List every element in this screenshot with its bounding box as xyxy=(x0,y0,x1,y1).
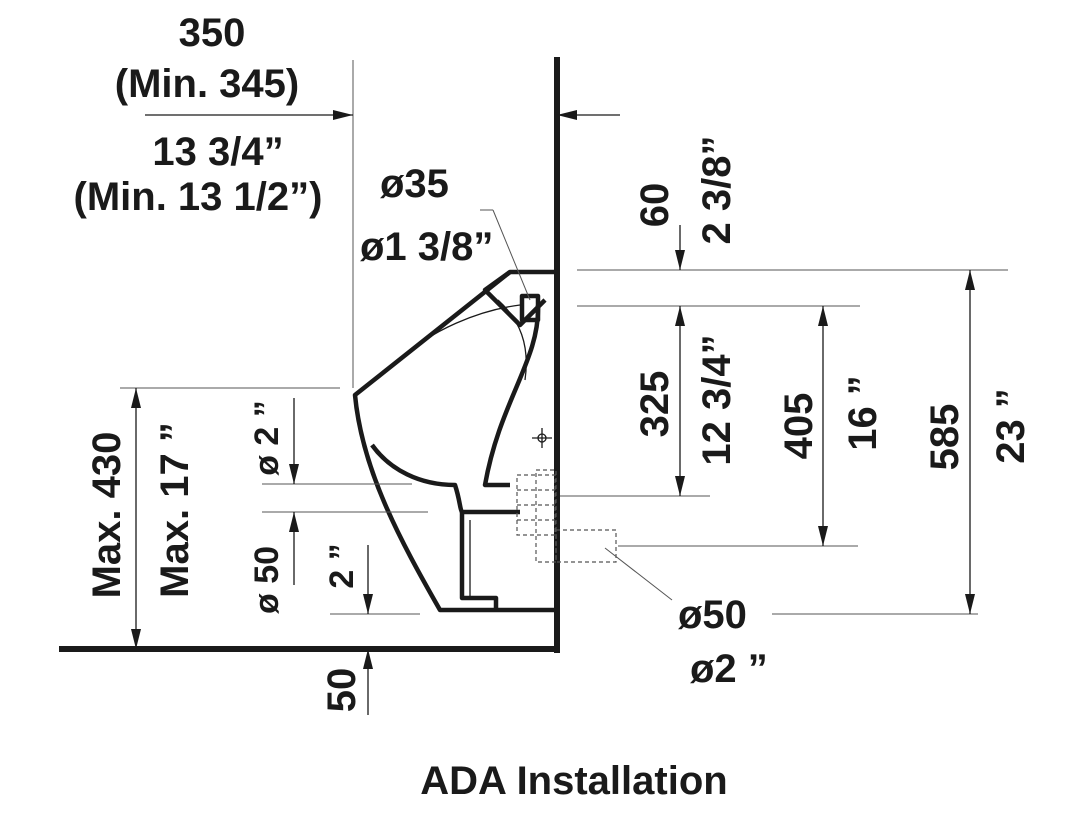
dim-floor-offset-mm: 50 xyxy=(320,668,364,713)
dim-wall-offset-min-mm: (Min. 345) xyxy=(115,62,299,106)
dim-wall-offset-mm: 350 xyxy=(179,11,246,55)
dim-wall-offset-in: 13 3/4” xyxy=(152,130,283,174)
dim-top-gap-in: 2 3/8” xyxy=(695,136,739,245)
dim-wall-offset-min-in: (Min. 13 1/2”) xyxy=(74,175,323,219)
dim-spud-dia-mm: ø 50 xyxy=(248,546,286,614)
dim-drain-dia-mm: ø50 xyxy=(678,593,747,637)
dim-total-height-mm: 585 xyxy=(923,404,967,471)
dim-inlet-dia-in: ø1 3/8” xyxy=(360,225,493,269)
dim-total-height-in: 23 ” xyxy=(989,388,1033,464)
dim-spud-gap-in: 2 ” xyxy=(323,543,361,588)
dim-inlet-dia-mm: ø35 xyxy=(380,162,449,206)
dim-inlet-drain-in: 16 ” xyxy=(841,375,885,451)
dim-rim-height-mm: Max. 430 xyxy=(85,432,129,599)
urinal-outline xyxy=(352,269,617,613)
dim-inlet-drain-mm: 405 xyxy=(777,393,821,460)
dim-inlet-outlet-mm: 325 xyxy=(633,371,677,438)
dim-rim-height-in: Max. 17 ” xyxy=(153,422,197,598)
dim-drain-dia-in: ø2 ” xyxy=(690,647,768,691)
dim-spud-dia-in: ø 2 ” xyxy=(248,400,286,476)
dimension-lines xyxy=(120,60,1008,715)
dim-inlet-outlet-in: 12 3/4” xyxy=(695,334,739,465)
drawing-caption: ADA Installation xyxy=(420,759,727,803)
dim-top-gap-mm: 60 xyxy=(633,183,677,228)
